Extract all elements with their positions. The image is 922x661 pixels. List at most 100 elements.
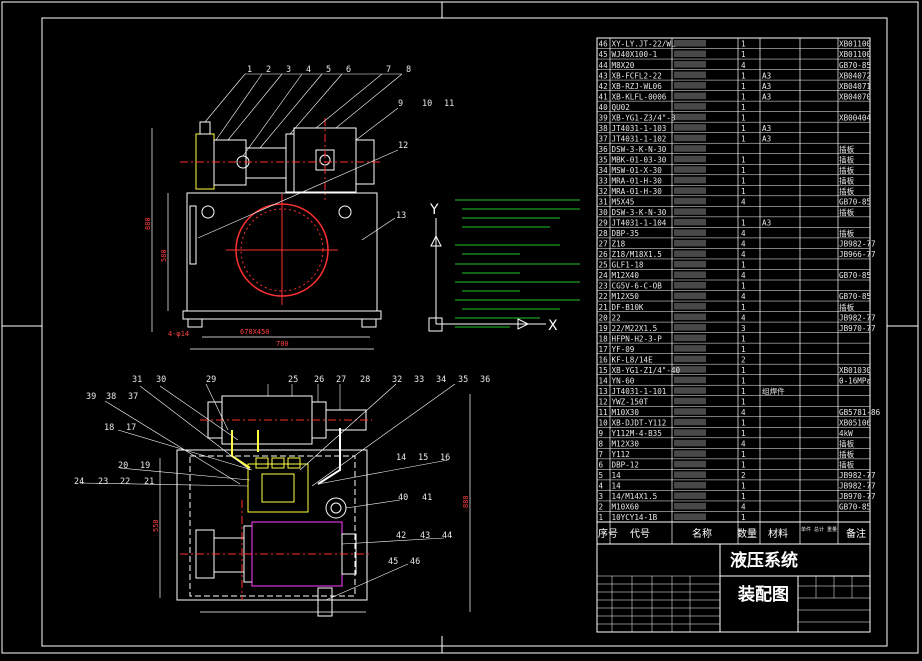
bom-row-code: XB-DJDT-Y112 xyxy=(612,419,667,428)
bom-row-material: A3 xyxy=(762,71,771,80)
bom-row-qty: 2 xyxy=(741,471,746,480)
bom-row-code: DBP-35 xyxy=(612,229,639,238)
bom-row-name-mark xyxy=(674,155,706,163)
bom-row-number: 8 xyxy=(599,440,604,449)
part-label: 4 xyxy=(306,65,311,75)
bom-row-qty: 1 xyxy=(741,450,746,459)
bom-row-name-mark xyxy=(674,387,706,394)
bom-row-code: M12X30 xyxy=(612,440,640,449)
bom-row-remark: GB70-85 xyxy=(839,503,871,512)
bom-row-qty: 4 xyxy=(741,440,746,449)
part-label: 37 xyxy=(128,392,138,402)
bom-row-number: 9 xyxy=(599,429,604,438)
dimension-label: 550 xyxy=(152,519,160,532)
bom-row-remark: XB01100 xyxy=(839,40,871,49)
bom-row-code: GLF1-18 xyxy=(612,261,644,270)
bom-row-qty: 4 xyxy=(741,313,746,322)
bom-row-qty: 1 xyxy=(741,124,746,133)
bom-row-qty: 1 xyxy=(741,419,746,428)
bom-row-qty: 1 xyxy=(741,71,746,80)
bom-row-code: 10YCY14-1B xyxy=(612,513,658,522)
part-label: 46 xyxy=(410,557,420,567)
bom-row-qty: 1 xyxy=(741,82,746,91)
bom-row-name-mark xyxy=(674,334,706,342)
bom-row-material: A3 xyxy=(762,92,771,101)
bom-row-remark: JB982-77 xyxy=(839,240,876,249)
bom-row-code: M10X30 xyxy=(612,408,640,417)
bom-row-material: 组焊件 xyxy=(762,386,785,396)
bom-row-material: A3 xyxy=(762,82,771,91)
bom-row-name-mark xyxy=(674,355,706,363)
bom-row-remark: 插板 xyxy=(839,439,855,449)
part-label: 12 xyxy=(398,141,408,151)
bom-row-number: 3 xyxy=(599,492,604,501)
bom-row-remark: 插板 xyxy=(839,207,855,217)
bom-row-code: M8X20 xyxy=(612,61,635,70)
bom-row-name-mark xyxy=(674,187,706,194)
bom-row-qty: 4 xyxy=(741,250,746,259)
bom-row-qty: 1 xyxy=(741,155,746,164)
bom-row-code: MRA-01-H-30 xyxy=(612,187,663,196)
bom-row-code: JT4031-1-101 xyxy=(612,387,667,396)
bom-row-remark: JB982-77 xyxy=(839,471,876,480)
front-view xyxy=(151,73,403,350)
bom-row-number: 18 xyxy=(599,334,609,343)
part-label: 22 xyxy=(120,477,130,487)
bom-row-code: WJ40X100-1 xyxy=(612,50,658,59)
bom-row-remark: 插板 xyxy=(839,302,855,312)
bom-row-code: 14/M14X1.5 xyxy=(612,492,658,501)
bom-row-number: 25 xyxy=(599,261,608,270)
bom-row-remark: XB04070 xyxy=(839,92,871,101)
bom-row-name-mark xyxy=(674,313,706,321)
bom-row-remark: XB05106 xyxy=(839,419,871,428)
bom-row-name-mark xyxy=(674,439,706,447)
bom-row-qty: 1 xyxy=(741,482,746,491)
bom-row-number: 6 xyxy=(599,461,604,470)
part-label: 45 xyxy=(388,557,398,567)
bom-row-name-mark xyxy=(674,282,706,289)
bom-row-remark: 插板 xyxy=(839,449,855,459)
bom-row-code: DBP-12 xyxy=(612,461,639,470)
part-label: 9 xyxy=(398,99,403,109)
bom-row-code: 14 xyxy=(612,482,622,491)
bom-row-name-mark xyxy=(674,460,706,468)
bom-row-name-mark xyxy=(674,418,706,426)
bom-row-number: 37 xyxy=(599,134,608,143)
part-label: 2 xyxy=(266,65,271,75)
bom-row-number: 4 xyxy=(599,482,604,491)
bom-row-remark: GB70-85 xyxy=(839,292,871,301)
part-label: 13 xyxy=(396,211,406,221)
bom-row-code: YN-60 xyxy=(612,376,635,385)
dimension-label: 670X450 xyxy=(240,328,270,336)
bom-row-name-mark xyxy=(674,292,706,300)
bom-row-number: 17 xyxy=(599,345,608,354)
technical-notes xyxy=(455,199,580,328)
bom-row-code: MSW-01-X-30 xyxy=(612,166,663,175)
bom-row-code: JT4031-1-102 xyxy=(612,134,667,143)
bom-row-qty: 4 xyxy=(741,292,746,301)
axis-x-label: X xyxy=(548,318,558,334)
bom-row-qty: 1 xyxy=(741,397,746,406)
part-label: 17 xyxy=(126,423,136,433)
bom-row-name-mark xyxy=(674,124,706,131)
bom-row-code: JT4031-1-103 xyxy=(612,124,667,133)
part-label: 5 xyxy=(326,65,331,75)
bom-row-number: 41 xyxy=(599,92,609,101)
bom-row-qty: 4 xyxy=(741,408,746,417)
bom-row-name-mark xyxy=(674,260,706,268)
bom-row-remark: 插板 xyxy=(839,228,855,238)
bom-row-number: 12 xyxy=(599,397,608,406)
bom-row-remark: 4kW xyxy=(839,429,853,438)
bom-row-name-mark xyxy=(674,113,706,121)
bom-row-name-mark xyxy=(674,513,706,520)
bom-row-name-mark xyxy=(674,303,706,310)
dimension-label: 580 xyxy=(160,249,168,262)
bom-row-name-mark xyxy=(674,492,706,499)
bom-row-number: 27 xyxy=(599,240,608,249)
bom-row-qty: 1 xyxy=(741,376,746,385)
axis-y-label: Y xyxy=(429,202,439,218)
part-label: 6 xyxy=(346,65,351,75)
bom-row-code: MBK-01-03-30 xyxy=(612,155,667,164)
bom-row-name-mark xyxy=(674,134,706,142)
bom-row-remark: JB982-77 xyxy=(839,482,876,491)
